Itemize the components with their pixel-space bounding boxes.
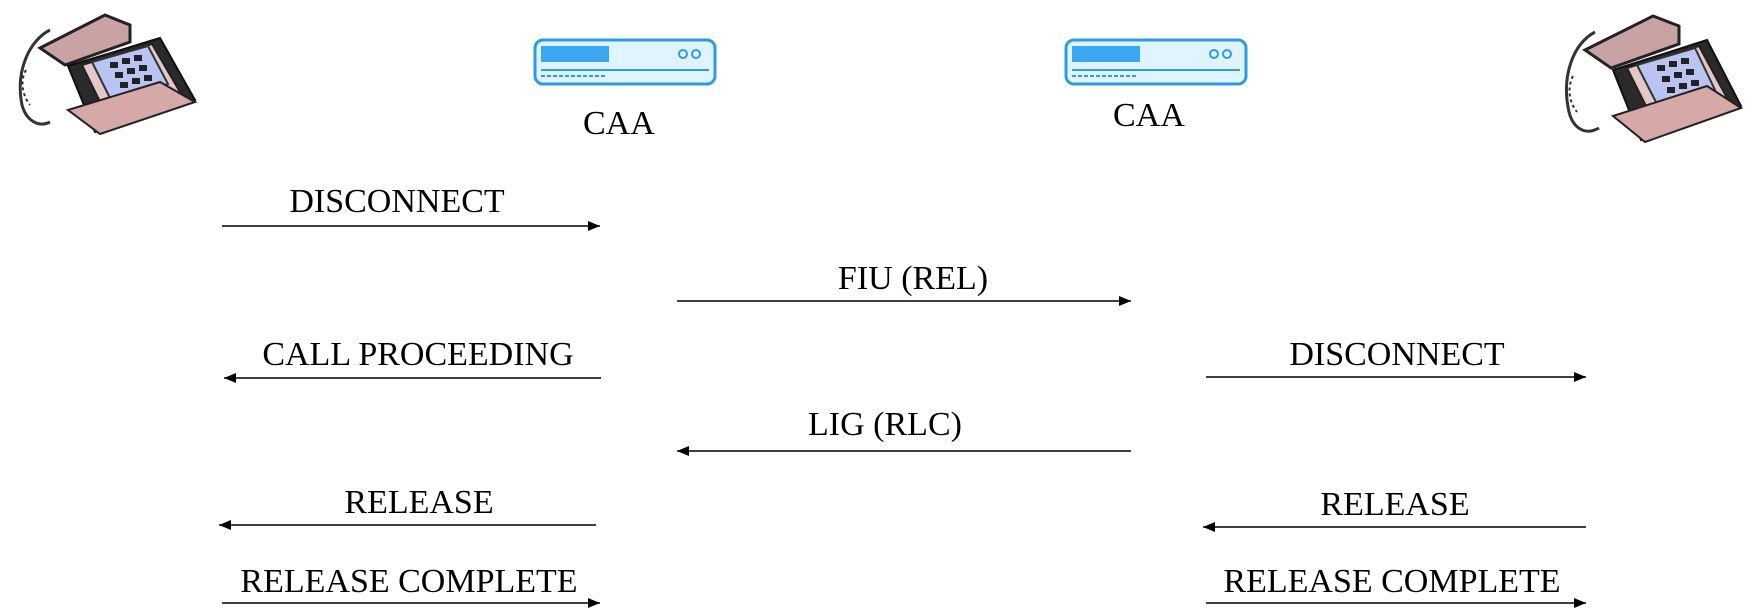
caa-left-label: CAA xyxy=(583,105,655,142)
server-icon xyxy=(1064,38,1248,86)
message-label: LIG (RLC) xyxy=(808,406,962,443)
telephone-icon xyxy=(10,10,200,136)
caa-right-label: CAA xyxy=(1113,97,1185,134)
message-label: RELEASE xyxy=(344,484,494,521)
telephone-icon xyxy=(1555,10,1745,145)
message-label: RELEASE COMPLETE xyxy=(1223,563,1561,600)
message-label: RELEASE xyxy=(1320,486,1470,523)
server-icon xyxy=(533,38,717,86)
message-label: FIU (REL) xyxy=(837,260,989,297)
message-label: DISCONNECT xyxy=(289,183,505,220)
message-label: CALL PROCEEDING xyxy=(262,336,574,373)
message-label: DISCONNECT xyxy=(1289,336,1505,373)
message-label: RELEASE COMPLETE xyxy=(240,563,578,600)
